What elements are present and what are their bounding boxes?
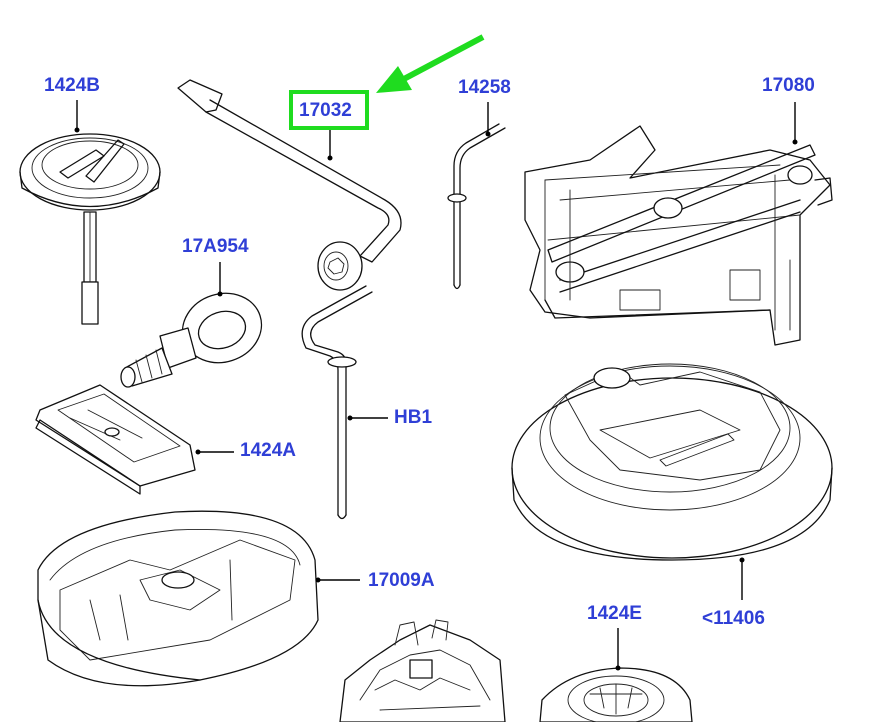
highlight-arrow [376, 34, 485, 93]
part-label-17009A[interactable]: 17009A [368, 570, 435, 591]
part-17032-drawing [177, 79, 402, 291]
part-17080-drawing [524, 125, 833, 346]
part-label-17A954[interactable]: 17A954 [182, 236, 249, 257]
part-17032-highlight-box [289, 90, 369, 130]
part-11406-drawing [511, 363, 833, 561]
part-label-1424E[interactable]: 1424E [587, 603, 642, 624]
part-label-11406[interactable]: <11406 [702, 608, 765, 629]
part-17009A-drawing [37, 510, 319, 687]
part-label-14258[interactable]: 14258 [458, 77, 511, 98]
part-1424B-drawing [19, 133, 161, 325]
part-17A954-drawing [120, 292, 263, 388]
part-label-1424A[interactable]: 1424A [240, 440, 296, 461]
clip-assembly-drawing [339, 619, 506, 722]
part-1424A-drawing [35, 384, 196, 495]
part-1424E-drawing [539, 667, 693, 722]
part-label-1424B[interactable]: 1424B [44, 75, 100, 96]
part-14258-drawing [447, 123, 506, 290]
part-label-17032[interactable]: 17032 [299, 100, 352, 121]
part-label-HB1[interactable]: HB1 [394, 407, 433, 428]
part-label-17080[interactable]: 17080 [762, 75, 815, 96]
part-HB1-drawing [301, 285, 373, 520]
